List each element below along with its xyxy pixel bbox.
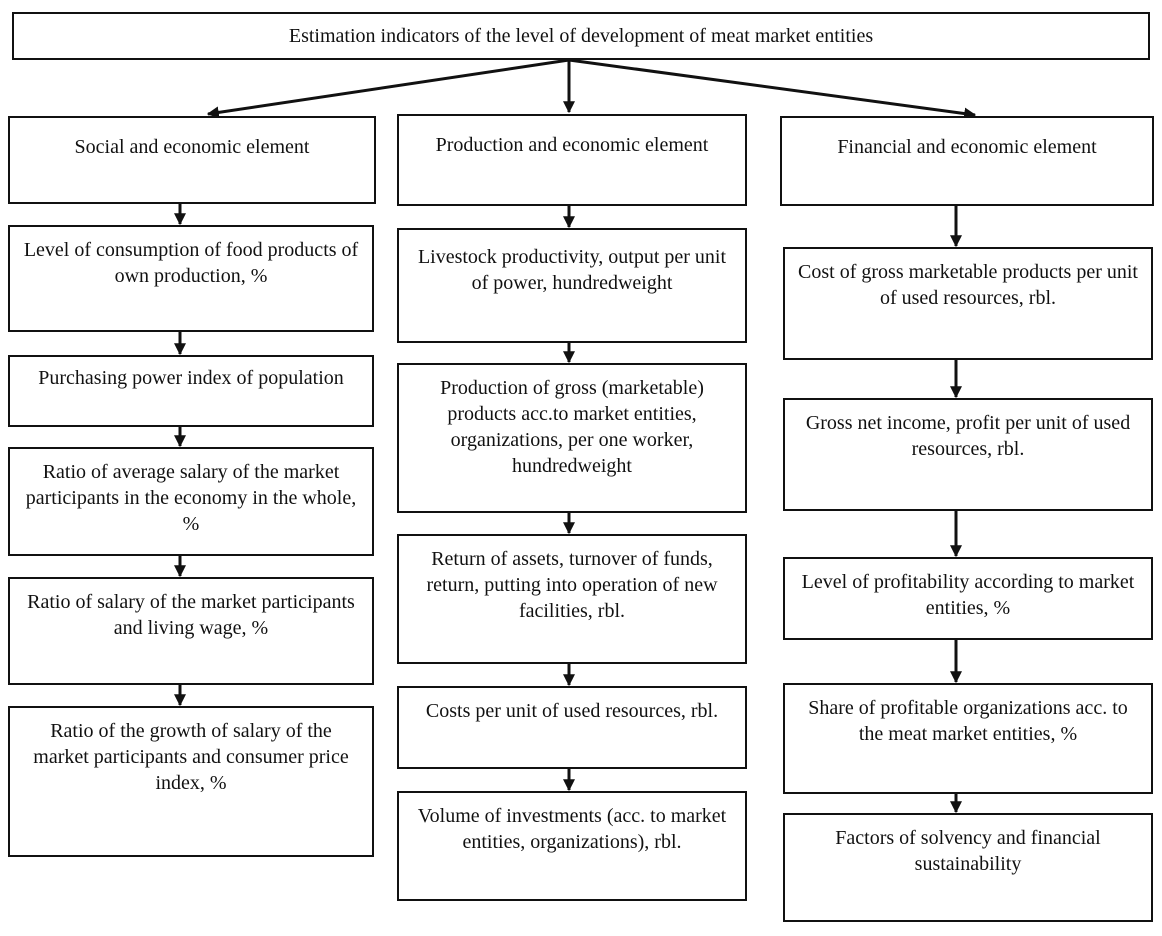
arrow-title-to-financial (568, 58, 977, 120)
indicator-gross-production: Production of gross (marketable) product… (397, 363, 747, 513)
indicator-average-salary-ratio: Ratio of average salary of the market pa… (8, 447, 374, 556)
indicator-cost-gross-products: Cost of gross marketable products per un… (783, 247, 1153, 360)
indicator-salary-living-wage: Ratio of salary of the market participan… (8, 577, 374, 685)
header-social-economic: Social and economic element (8, 116, 376, 204)
indicator-costs-per-unit: Costs per unit of used resources, rbl. (397, 686, 747, 769)
indicator-return-of-assets: Return of assets, turnover of funds, ret… (397, 534, 747, 664)
indicator-volume-investments: Volume of investments (acc. to market en… (397, 791, 747, 901)
indicator-share-profitable: Share of profitable organizations acc. t… (783, 683, 1153, 794)
indicator-food-consumption: Level of consumption of food products of… (8, 225, 374, 332)
header-production-economic: Production and economic element (397, 114, 747, 206)
indicator-livestock-productivity: Livestock productivity, output per unit … (397, 228, 747, 343)
header-financial-economic: Financial and economic element (780, 116, 1154, 206)
indicator-salary-growth-cpi: Ratio of the growth of salary of the mar… (8, 706, 374, 857)
indicator-profitability-level: Level of profitability according to mark… (783, 557, 1153, 640)
diagram-title: Estimation indicators of the level of de… (12, 12, 1150, 60)
arrow-title-to-social (206, 58, 570, 119)
indicator-solvency-factors: Factors of solvency and financial sustai… (783, 813, 1153, 922)
indicator-purchasing-power: Purchasing power index of population (8, 355, 374, 427)
indicator-gross-net-income: Gross net income, profit per unit of use… (783, 398, 1153, 511)
